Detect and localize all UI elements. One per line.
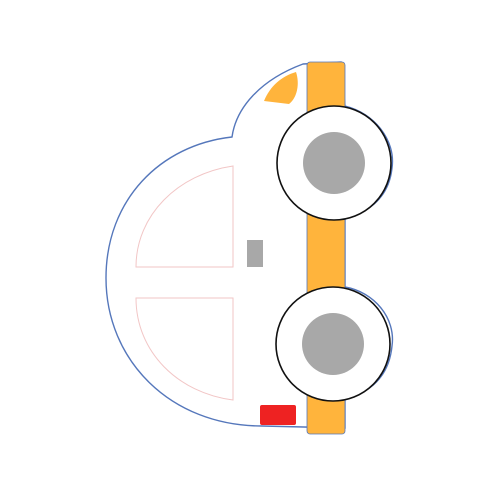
rear-hubcap-icon bbox=[302, 313, 364, 375]
front-wheel bbox=[276, 105, 392, 221]
rear-wheel bbox=[275, 286, 391, 402]
door-handle-icon bbox=[247, 240, 263, 267]
car-window-top bbox=[135, 165, 234, 268]
headlight-icon bbox=[264, 72, 298, 104]
tail-light-icon bbox=[260, 405, 296, 425]
front-hubcap-icon bbox=[303, 132, 365, 194]
car-window-bottom bbox=[135, 297, 234, 401]
